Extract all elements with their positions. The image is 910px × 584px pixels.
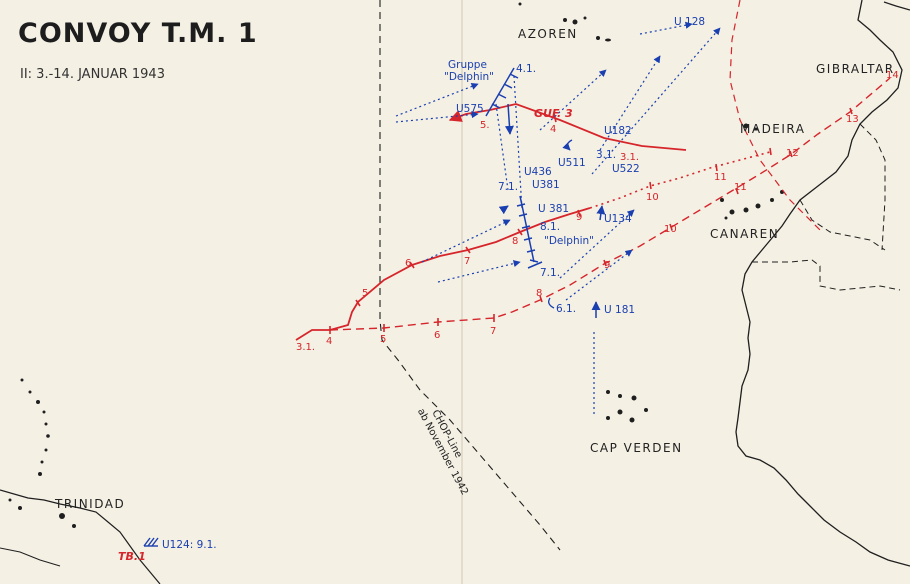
date-3-1-blue: 3.1. <box>596 149 616 161</box>
map-title: CONVOY T.M. 1 <box>18 18 258 49</box>
coastline-south-america <box>0 489 161 584</box>
delphin-patrol-lines <box>485 67 606 318</box>
label-u381-a: U381 <box>532 179 560 191</box>
date-red-10: 10 <box>646 192 659 203</box>
label-cap-verden: CAP VERDEN <box>590 441 683 455</box>
date-red-9: 9 <box>576 212 582 223</box>
label-u134: U134 <box>604 213 632 225</box>
u124-marker <box>143 537 159 547</box>
label-tb1: TB.1 <box>118 550 146 563</box>
date-red-3-1: 3.1. <box>296 342 315 353</box>
date-red-12: 12 <box>786 148 799 159</box>
label-gibraltar: GIBRALTAR <box>816 62 895 76</box>
date-red-4: 4 <box>326 336 332 347</box>
date-red-8b: 8 <box>536 288 542 299</box>
date-red-6b: 6 <box>434 330 440 341</box>
label-delphin-north: "Delphin" <box>444 71 494 83</box>
u381-hook <box>548 297 555 309</box>
date-red-guf-5: 5. <box>480 120 490 131</box>
label-delphin-south: "Delphin" <box>544 235 594 247</box>
date-red-10b: 10 <box>664 224 677 235</box>
date-red-guf-3-1: 3.1. <box>620 152 639 163</box>
coastline-africa-europe <box>735 0 910 567</box>
u511-turn-arrow <box>562 139 573 151</box>
date-red-6: 6 <box>405 258 411 269</box>
date-red-13: 13 <box>846 114 859 125</box>
label-madeira: MADEIRA <box>740 122 805 136</box>
date-red-5: 5 <box>362 288 368 299</box>
uboat-tracks <box>395 21 721 414</box>
date-8-1: 8.1. <box>540 221 560 233</box>
date-red-11: 11 <box>714 172 727 183</box>
date-7-1-b: 7.1. <box>540 267 560 279</box>
map-subtitle: II: 3.-14. JANUAR 1943 <box>20 67 165 82</box>
date-red-9b: 9 <box>604 260 610 271</box>
chop-line-label: CHOP-Line ab November 1942 <box>415 407 470 497</box>
date-red-7: 7 <box>464 256 470 267</box>
label-trinidad: TRINIDAD <box>54 497 125 511</box>
label-azoren: AZOREN <box>518 27 578 41</box>
date-red-11b: 11 <box>734 182 747 193</box>
islands <box>8 2 784 528</box>
label-u181: U 181 <box>604 304 635 316</box>
date-6-1: 6.1. <box>556 303 576 315</box>
label-u124: U124: 9.1. <box>162 539 217 551</box>
date-red-14: 14 <box>886 70 899 81</box>
date-7-1-a: 7.1. <box>498 181 518 193</box>
label-gruppe: Gruppe <box>448 59 487 71</box>
convoy-tm1-route <box>295 77 891 341</box>
date-red-guf-4: 4 <box>550 124 556 135</box>
date-red-5b: 5 <box>380 334 386 345</box>
label-guf3: GUF. 3 <box>534 107 573 120</box>
label-canaren: CANAREN <box>710 227 779 241</box>
africa-borders <box>752 123 901 291</box>
label-u182: U182 <box>604 125 632 137</box>
date-red-7b: 7 <box>490 326 496 337</box>
chop-line <box>379 0 561 551</box>
date-red-8: 8 <box>512 236 518 247</box>
label-u381-b: U 381 <box>538 203 569 215</box>
label-u522: U522 <box>612 163 640 175</box>
coastline-fragment <box>0 547 61 567</box>
date-4-1: 4.1. <box>516 63 536 75</box>
label-u575: U575 <box>456 103 484 115</box>
label-u436: U436 <box>524 166 552 178</box>
convoy-guf3-route <box>448 103 687 151</box>
label-u128: U 128 <box>674 16 705 28</box>
label-u511: U511 <box>558 157 586 169</box>
air-cover-arc <box>729 0 821 231</box>
